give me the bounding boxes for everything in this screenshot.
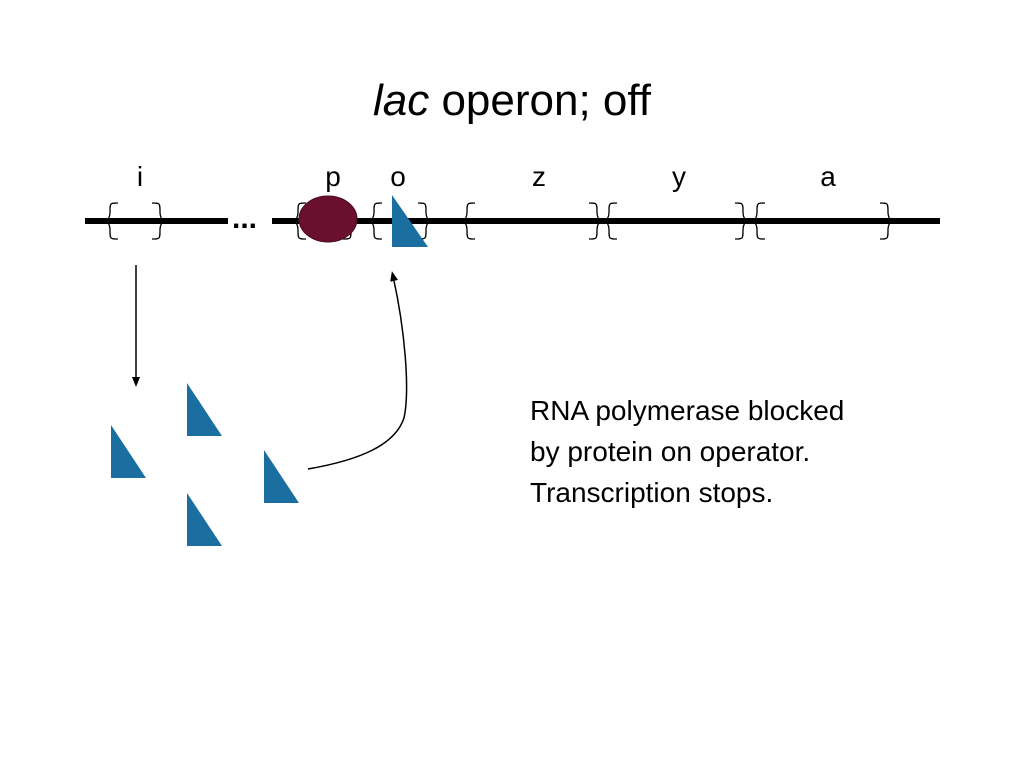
slide-title: lac operon; off — [0, 74, 1024, 128]
repressor-pool — [111, 383, 299, 546]
gap-marker: ... — [232, 202, 257, 235]
bound-repressor-icon — [392, 195, 428, 247]
brace-y-left — [603, 202, 618, 240]
brace-a-left — [751, 202, 766, 240]
dna-strand: ... — [85, 202, 940, 235]
repressor-binding-arrow — [307, 271, 408, 470]
caption-line-1: RNA polymerase blocked — [530, 395, 845, 426]
gene-label-y: y — [672, 161, 686, 192]
gene-label-p: p — [325, 161, 341, 192]
repressor-icon — [187, 383, 222, 436]
brace-i-right — [151, 202, 166, 240]
repressor-icon — [111, 425, 146, 478]
title-italic-part: lac — [372, 76, 430, 125]
gene-label-a: a — [820, 161, 836, 192]
brace-y-right — [734, 202, 749, 240]
brace-a-right — [879, 202, 894, 240]
brace-o-right — [417, 202, 432, 240]
caption: RNA polymerase blocked by protein on ope… — [530, 390, 844, 513]
caption-line-2: by protein on operator. — [530, 436, 811, 467]
brace-o-left — [368, 202, 383, 240]
gene-label-o: o — [390, 161, 406, 192]
caption-line-3: Transcription stops. — [530, 477, 774, 508]
gene-label-z: z — [532, 161, 546, 192]
rna-polymerase-icon — [298, 195, 358, 243]
repressor-icon — [264, 450, 299, 503]
gene-label-i: i — [136, 161, 144, 192]
brace-i-left — [104, 202, 119, 240]
brace-z-left — [461, 202, 476, 240]
repressor-icon — [187, 493, 222, 546]
title-rest: operon; off — [429, 76, 652, 125]
brace-p-left — [292, 202, 307, 240]
brace-z-right — [588, 202, 603, 240]
